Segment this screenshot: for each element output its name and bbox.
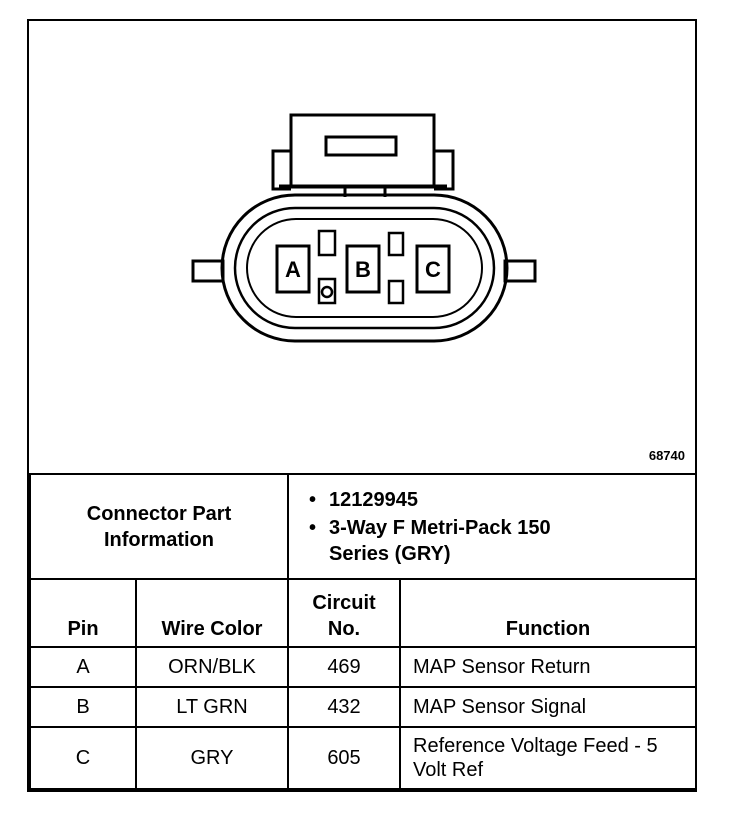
connector-part-label: Connector Part Information [29,473,289,580]
pin-cell: B [29,686,137,728]
side-tab-right [503,259,537,283]
pin-cavity-a [275,244,311,294]
key-hole [320,285,334,299]
wire-color-cell: ORN/BLK [135,646,289,688]
latch-window [324,135,398,157]
header-function: Function [399,578,697,648]
diagram-frame: A B C 68740 Connector Part Information 1… [27,19,697,792]
pin-label-b: B [355,257,371,282]
key-slot [317,277,337,305]
header-wire-color: Wire Color [135,578,289,648]
connector-drawing: A B C [191,113,537,343]
connector-illustration: A B C 68740 [29,21,695,473]
connector-table: Connector Part Information 12129945 3-Wa… [29,473,697,790]
header-circuit: Circuit No. [287,578,401,648]
function-cell: MAP Sensor Return [399,646,697,688]
table-row: B LT GRN 432 MAP Sensor Signal [29,686,697,728]
key-slot [387,279,405,305]
figure-number: 68740 [648,448,685,463]
connector-part-list: 12129945 3-Way F Metri-Pack 150 Series (… [287,473,697,580]
part-number: 12129945 [307,487,695,513]
pin-cell: A [29,646,137,688]
circuit-cell: 432 [287,686,401,728]
pin-cavity-c [415,244,451,294]
latch-left-step [271,149,291,191]
wire-color-cell: LT GRN [135,686,289,728]
pin-cell: C [29,726,137,790]
pin-label-a: A [285,257,301,282]
key-slot [387,231,405,257]
function-cell: Reference Voltage Feed - 5 Volt Ref [399,726,697,790]
connector-body [220,193,509,343]
table-row: C GRY 605 Reference Voltage Feed - 5 Vol… [29,726,697,790]
part-info-row: Connector Part Information 12129945 3-Wa… [29,473,697,580]
key-slot [317,229,337,257]
latch-housing [289,113,436,189]
header-row: Pin Wire Color Circuit No. Function [29,578,697,648]
connector-part-label-text: Connector Part Information [86,502,232,551]
header-pin: Pin [29,578,137,648]
side-tab-left [191,259,225,283]
pin-label-c: C [425,257,441,282]
circuit-cell: 605 [287,726,401,790]
pin-cavity-b [345,244,381,294]
wire-color-cell: GRY [135,726,289,790]
part-description: 3-Way F Metri-Pack 150 Series (GRY) [307,515,599,567]
table-row: A ORN/BLK 469 MAP Sensor Return [29,646,697,688]
circuit-cell: 469 [287,646,401,688]
function-cell: MAP Sensor Signal [399,686,697,728]
latch-right-step [434,149,455,191]
